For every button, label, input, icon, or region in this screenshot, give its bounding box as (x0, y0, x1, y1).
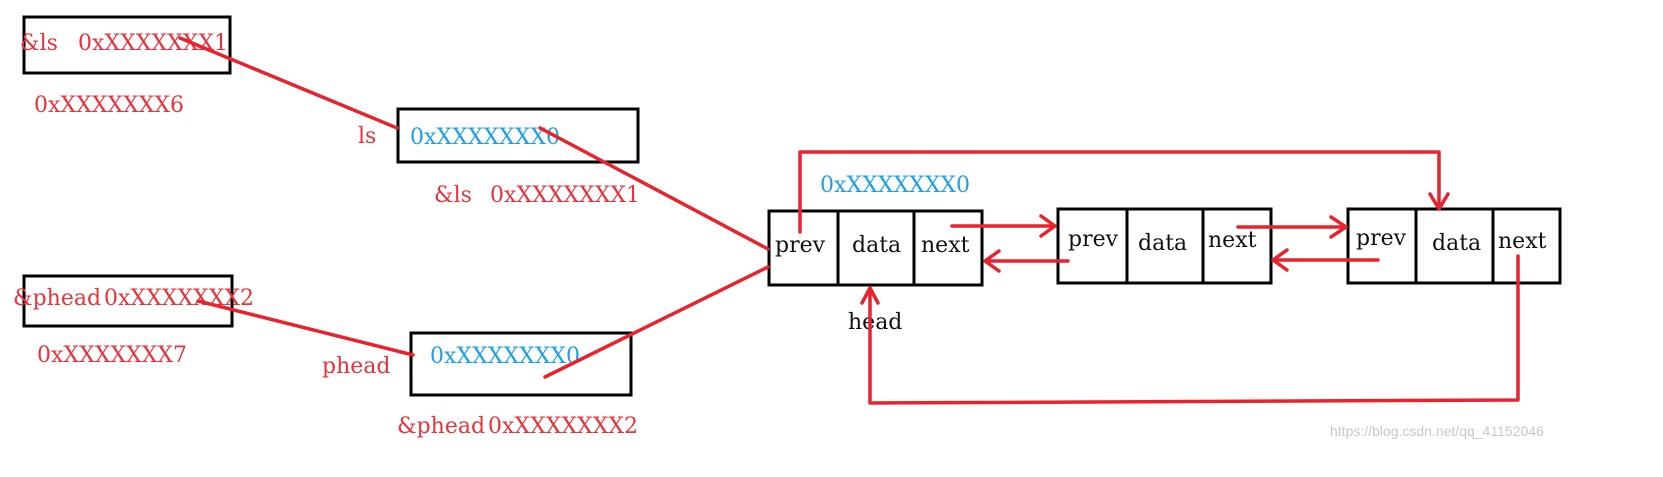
ls-address-box-address: 0xXXXXXXX6 (34, 93, 184, 118)
node-3-prev: prev (1356, 226, 1407, 251)
ls-pointer-address-label: &ls (434, 183, 472, 208)
phead-pointer-address: 0xXXXXXXX2 (488, 414, 638, 439)
arrow-ls-to-head (538, 126, 770, 251)
arrow-phead-to-head (543, 265, 770, 379)
node-2-prev: prev (1068, 227, 1119, 252)
phead-pointer-address-label: &phead (397, 414, 485, 439)
node-3-next: next (1498, 229, 1547, 254)
ls-address-box-ref: &ls (20, 31, 58, 56)
list-node-3: prev data next (1346, 207, 1562, 285)
node-1-next: next (921, 233, 970, 258)
phead-address-box: &phead 0xXXXXXXX2 (13, 274, 254, 328)
list-node-2: prev data next (1056, 207, 1273, 285)
ls-label: ls (358, 124, 376, 149)
ls-pointer-value: 0xXXXXXXX0 (410, 125, 560, 150)
arrow-node3-prev-to-node2 (1271, 248, 1380, 272)
node-3-data: data (1432, 231, 1481, 256)
head-node-address: 0xXXXXXXX0 (820, 173, 970, 198)
arrow-amp-ls-to-ls (178, 36, 399, 130)
ls-pointer-address: 0xXXXXXXX1 (490, 183, 640, 208)
arrow-amp-phead-to-phead (196, 299, 415, 357)
arrow-node2-prev-to-node1 (983, 249, 1070, 273)
ls-address-box-value: 0xXXXXXXX1 (78, 31, 228, 56)
node-1-prev: prev (775, 233, 826, 258)
phead-address-box-ref: &phead (13, 286, 101, 311)
ls-pointer-box: 0xXXXXXXX0 (396, 107, 640, 164)
arrow-node2-next-to-node3 (1236, 215, 1348, 239)
list-node-1: prev data next (767, 209, 984, 287)
node-1-data: data (852, 233, 901, 258)
arrow-head-prev-to-tail (798, 150, 1450, 234)
node-2-data: data (1138, 231, 1187, 256)
phead-label: phead (322, 354, 390, 379)
phead-pointer-box: 0xXXXXXXX0 (409, 331, 633, 397)
phead-address-box-address: 0xXXXXXXX7 (37, 343, 187, 368)
phead-pointer-value: 0xXXXXXXX0 (430, 344, 580, 369)
watermark-text: https://blog.csdn.net/qq_41152046 (1330, 423, 1544, 439)
head-label: head (848, 310, 902, 335)
arrow-node1-next-to-node2 (950, 214, 1057, 238)
phead-address-box-value: 0xXXXXXXX2 (104, 286, 254, 311)
arrow-tail-next-to-head (860, 254, 1520, 405)
node-2-next: next (1208, 228, 1257, 253)
